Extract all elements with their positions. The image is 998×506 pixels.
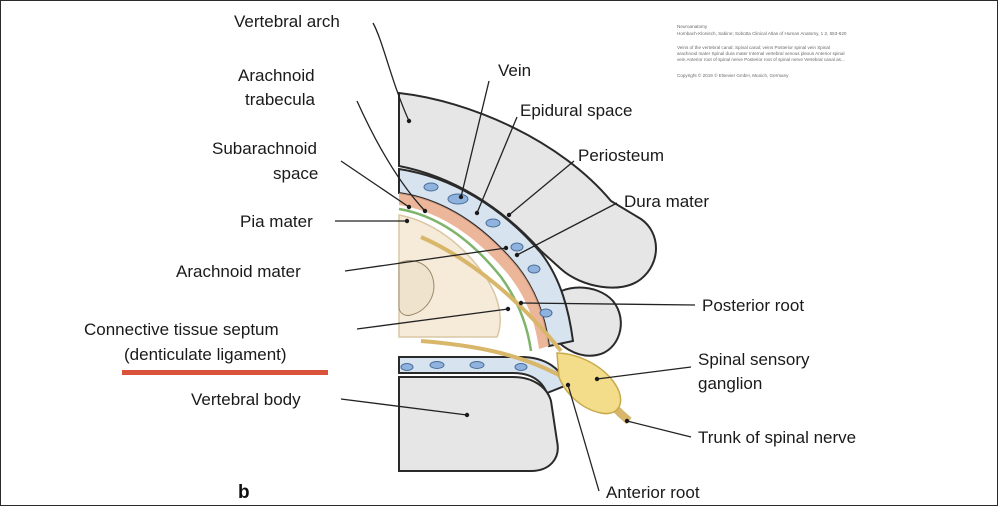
leader-dot bbox=[514, 252, 520, 258]
highlight-underline bbox=[122, 370, 328, 375]
label-vertebral-body: Vertebral body bbox=[191, 390, 301, 409]
leader-posterior-root bbox=[520, 302, 696, 306]
label-periosteum: Periosteum bbox=[578, 146, 664, 165]
gray-matter bbox=[398, 260, 435, 316]
leader-dot bbox=[505, 306, 511, 312]
vein-ellipse bbox=[469, 361, 485, 369]
citation-line: Hombach-Klonisch, Sabine; Sobotta Clinic… bbox=[677, 31, 847, 36]
leader-dura-mater bbox=[516, 202, 618, 256]
label-arachnoid-trabecula-line1: Arachnoid bbox=[238, 66, 315, 85]
leader-dot bbox=[518, 300, 524, 306]
vein-ellipse bbox=[539, 308, 553, 318]
citation-line: Veins of the vertebral canal; Spinal can… bbox=[677, 45, 830, 50]
leader-spinal-ganglion bbox=[596, 366, 692, 380]
leader-dot bbox=[624, 418, 630, 424]
citation-line: arachnoid mater Spinal dura mater Intern… bbox=[677, 51, 845, 56]
leader-dot bbox=[506, 212, 512, 218]
dura-mater-band bbox=[399, 193, 549, 349]
panel-label: b bbox=[238, 482, 250, 503]
spinal-ganglion bbox=[556, 352, 622, 415]
vertebral-body-bone bbox=[398, 376, 559, 472]
leader-dot bbox=[594, 376, 600, 382]
label-dura-mater: Dura mater bbox=[624, 192, 709, 211]
label-spinal-ganglion-line2: ganglion bbox=[698, 374, 762, 393]
label-subarachnoid-space-line1: Subarachnoid bbox=[212, 139, 317, 158]
leader-dot bbox=[503, 245, 509, 251]
vein-ellipse bbox=[423, 182, 439, 192]
leader-dot bbox=[474, 210, 480, 216]
leader-dot bbox=[406, 118, 412, 124]
leader-vertebral-body bbox=[340, 398, 468, 416]
label-arachnoid-trabecula-line2: trabecula bbox=[245, 90, 315, 109]
label-septum-line1: Connective tissue septum bbox=[84, 320, 279, 339]
label-epidural-space: Epidural space bbox=[520, 101, 632, 120]
vein-ellipse bbox=[510, 242, 524, 252]
label-vertebral-arch: Vertebral arch bbox=[234, 12, 340, 31]
citation-line: Neuroanatomy bbox=[677, 24, 708, 29]
vein-ellipse bbox=[527, 264, 541, 274]
citation-line: Copyright © 2019 © Elsevier GmbH, Munich… bbox=[677, 72, 789, 78]
leader-arachnoid-trabecula bbox=[356, 100, 426, 212]
leader-epidural-space bbox=[476, 116, 518, 214]
label-arachnoid-mater: Arachnoid mater bbox=[176, 262, 301, 281]
arachnoid-line bbox=[398, 207, 533, 352]
leader-trunk-spinal-nerve bbox=[626, 420, 692, 438]
citation-line: vein Anterior root of spinal nerve Poste… bbox=[677, 57, 845, 62]
anterior-root-nerve bbox=[420, 339, 567, 381]
leader-vertebral-arch bbox=[372, 22, 410, 122]
leader-dot bbox=[406, 204, 412, 210]
vein-ellipse bbox=[485, 218, 501, 228]
leader-dot bbox=[422, 208, 428, 214]
label-pia-mater: Pia mater bbox=[240, 212, 313, 231]
leader-dot bbox=[458, 194, 464, 200]
leader-dot bbox=[464, 412, 470, 418]
vein-ellipse bbox=[514, 363, 528, 371]
leader-anterior-root bbox=[567, 384, 600, 492]
vein-ellipse bbox=[447, 193, 469, 205]
label-spinal-ganglion-line1: Spinal sensory bbox=[698, 350, 810, 369]
label-septum-line2: (denticulate ligament) bbox=[124, 345, 287, 364]
label-posterior-root: Posterior root bbox=[702, 296, 804, 315]
leader-dot bbox=[404, 218, 410, 224]
leader-subarachnoid-space bbox=[340, 160, 410, 208]
label-subarachnoid-space-line2: space bbox=[273, 164, 318, 183]
label-anterior-root: Anterior root bbox=[606, 483, 700, 502]
label-vein: Vein bbox=[498, 61, 531, 80]
label-trunk-spinal-nerve: Trunk of spinal nerve bbox=[698, 428, 856, 447]
leader-vein bbox=[460, 80, 490, 198]
vein-ellipse bbox=[400, 363, 414, 371]
leader-dot bbox=[565, 382, 571, 388]
posterior-root-nerve bbox=[420, 235, 563, 353]
leader-septum bbox=[356, 308, 509, 330]
vein-ellipse bbox=[429, 361, 445, 369]
leader-periosteum bbox=[508, 160, 575, 216]
leader-arachnoid-mater bbox=[344, 247, 507, 272]
